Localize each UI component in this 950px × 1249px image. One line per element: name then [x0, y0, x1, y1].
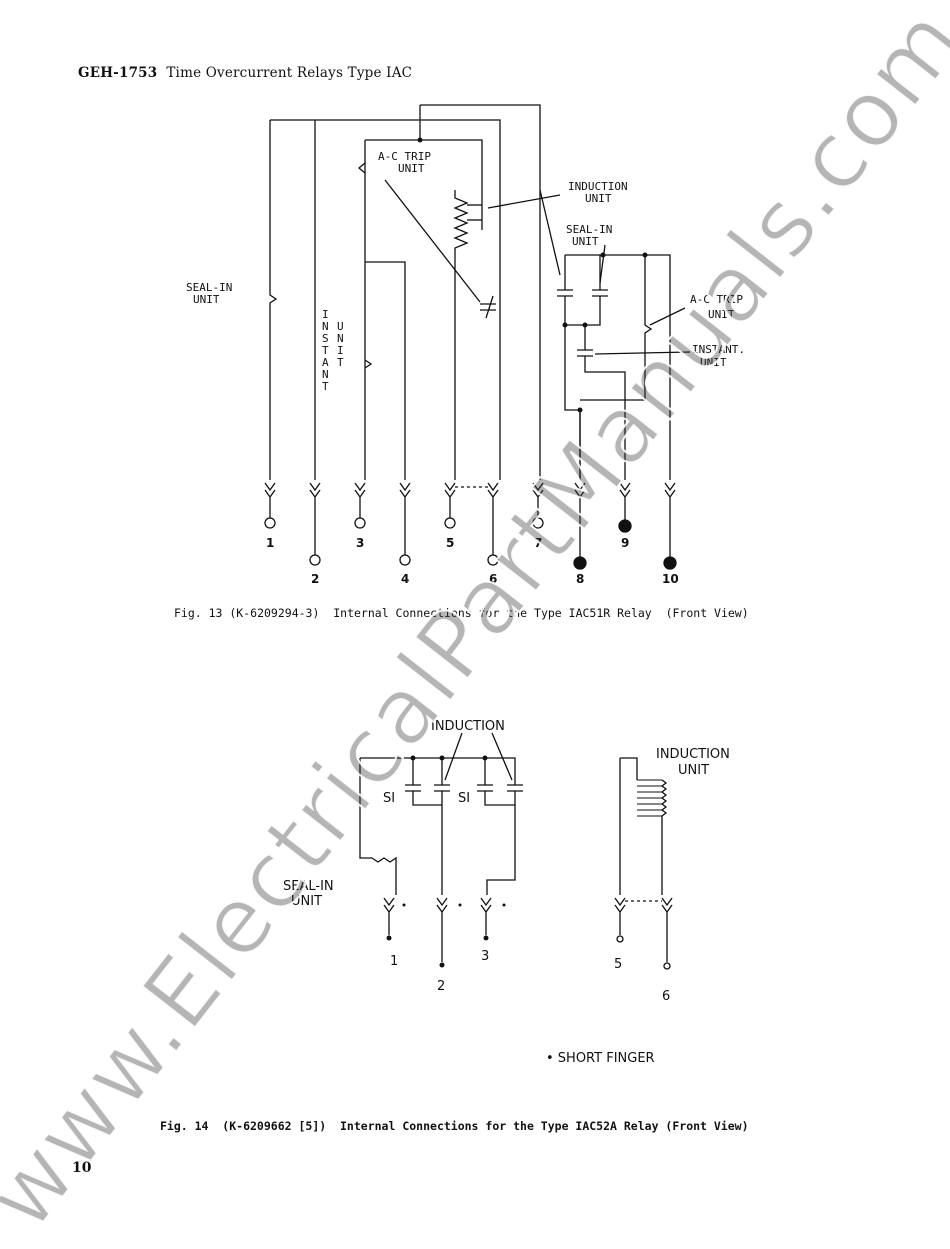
fig13-diagram — [264, 104, 691, 570]
fig13-term-7: 7 — [534, 536, 542, 550]
fig14-term-1: 1 — [390, 954, 398, 969]
svg-text:I: I — [337, 344, 344, 357]
fig13-ac-trip-right-unit: UNIT — [708, 308, 735, 321]
fig13-term-8: 8 — [576, 572, 584, 586]
terminal-6 — [487, 554, 499, 566]
svg-text:U: U — [337, 320, 344, 333]
terminal-5 — [444, 517, 456, 529]
fig13-instant-vertical: I N S T A N T U N I T — [322, 308, 344, 393]
terminal-8 — [573, 556, 587, 570]
fig14-right-diagram — [614, 757, 673, 970]
terminal-2 — [309, 554, 321, 566]
fig14-terminal-5 — [616, 935, 624, 943]
svg-text:A: A — [322, 356, 329, 369]
fig14-caption: Fig. 14 (K-6209662 [5]) Internal Connect… — [160, 1119, 749, 1133]
fig13-term-2: 2 — [311, 572, 319, 586]
fig14-term-3: 3 — [481, 949, 489, 964]
fig13-term-10: 10 — [662, 572, 679, 586]
fig13-ac-trip-unit: UNIT — [398, 162, 425, 175]
terminal-1 — [264, 517, 276, 529]
fig14-terminal-2 — [439, 962, 445, 968]
fig13-terminal-fingers — [264, 482, 676, 558]
fig13-term-6: 6 — [489, 572, 497, 586]
page-header: GEH-1753 Time Overcurrent Relays Type IA… — [78, 65, 412, 81]
fig14-term-5: 5 — [614, 957, 622, 972]
fig13-seal-in-right-label: SEAL-IN — [566, 223, 612, 236]
fig13-seal-in-right-unit: UNIT — [572, 235, 599, 248]
fig13-seal-in-unit: UNIT — [193, 293, 220, 306]
fig14-terminal-6 — [663, 962, 671, 970]
svg-text:I: I — [322, 308, 329, 321]
svg-text:N: N — [337, 332, 344, 345]
terminal-4 — [399, 554, 411, 566]
fig14-term-6: 6 — [662, 989, 670, 1004]
svg-text:T: T — [322, 344, 329, 357]
fig14-induction-label: INDUCTION — [431, 719, 505, 734]
fig13-ac-trip-label: A-C TRIP — [378, 150, 431, 163]
svg-text:N: N — [322, 320, 329, 333]
fig14-induction-unit-label: INDUCTION — [656, 747, 730, 762]
fig14-induction-unit-unit: UNIT — [678, 763, 709, 778]
fig13-ac-trip-right-label: A-C TRIP — [690, 293, 743, 306]
fig13-term-5: 5 — [446, 536, 454, 550]
svg-text:T: T — [337, 356, 344, 369]
fig14-seal-in-unit: UNIT — [291, 894, 322, 909]
fig13-induction-unit: UNIT — [585, 192, 612, 205]
svg-text:T: T — [322, 380, 329, 393]
page-number: 10 — [72, 1160, 92, 1176]
fig13-instant-right-label: INSTANT. — [692, 343, 745, 356]
fig14-terminal-3 — [483, 935, 489, 941]
terminal-9 — [618, 519, 632, 533]
svg-text:N: N — [322, 368, 329, 381]
fig13-instant-right-unit: UNIT — [700, 356, 727, 369]
terminal-7 — [532, 517, 544, 529]
fig13-term-1: 1 — [266, 536, 274, 550]
fig14-short-finger-note: • SHORT FINGER — [546, 1051, 655, 1066]
fig13-term-3: 3 — [356, 536, 364, 550]
fig14-term-2: 2 — [437, 979, 445, 994]
fig14-seal-in-label: SEAL-IN — [283, 879, 334, 894]
fig13-term-4: 4 — [401, 572, 409, 586]
terminal-10 — [663, 556, 677, 570]
fig13-seal-in-label: SEAL-IN — [186, 281, 232, 294]
doc-code: GEH-1753 — [78, 65, 158, 81]
svg-text:S: S — [322, 332, 329, 345]
doc-title: Time Overcurrent Relays Type IAC — [166, 65, 413, 81]
fig14-si-label-1: SI — [383, 791, 395, 806]
fig14-terminal-1 — [386, 935, 392, 941]
terminal-3 — [354, 517, 366, 529]
fig13-term-9: 9 — [621, 536, 629, 550]
fig13-induction-label: INDUCTION — [568, 180, 628, 193]
fig13-caption: Fig. 13 (K-6209294-3) Internal Connectio… — [174, 606, 749, 620]
fig14-left-diagram — [359, 732, 523, 968]
fig14-si-label-2: SI — [458, 791, 470, 806]
